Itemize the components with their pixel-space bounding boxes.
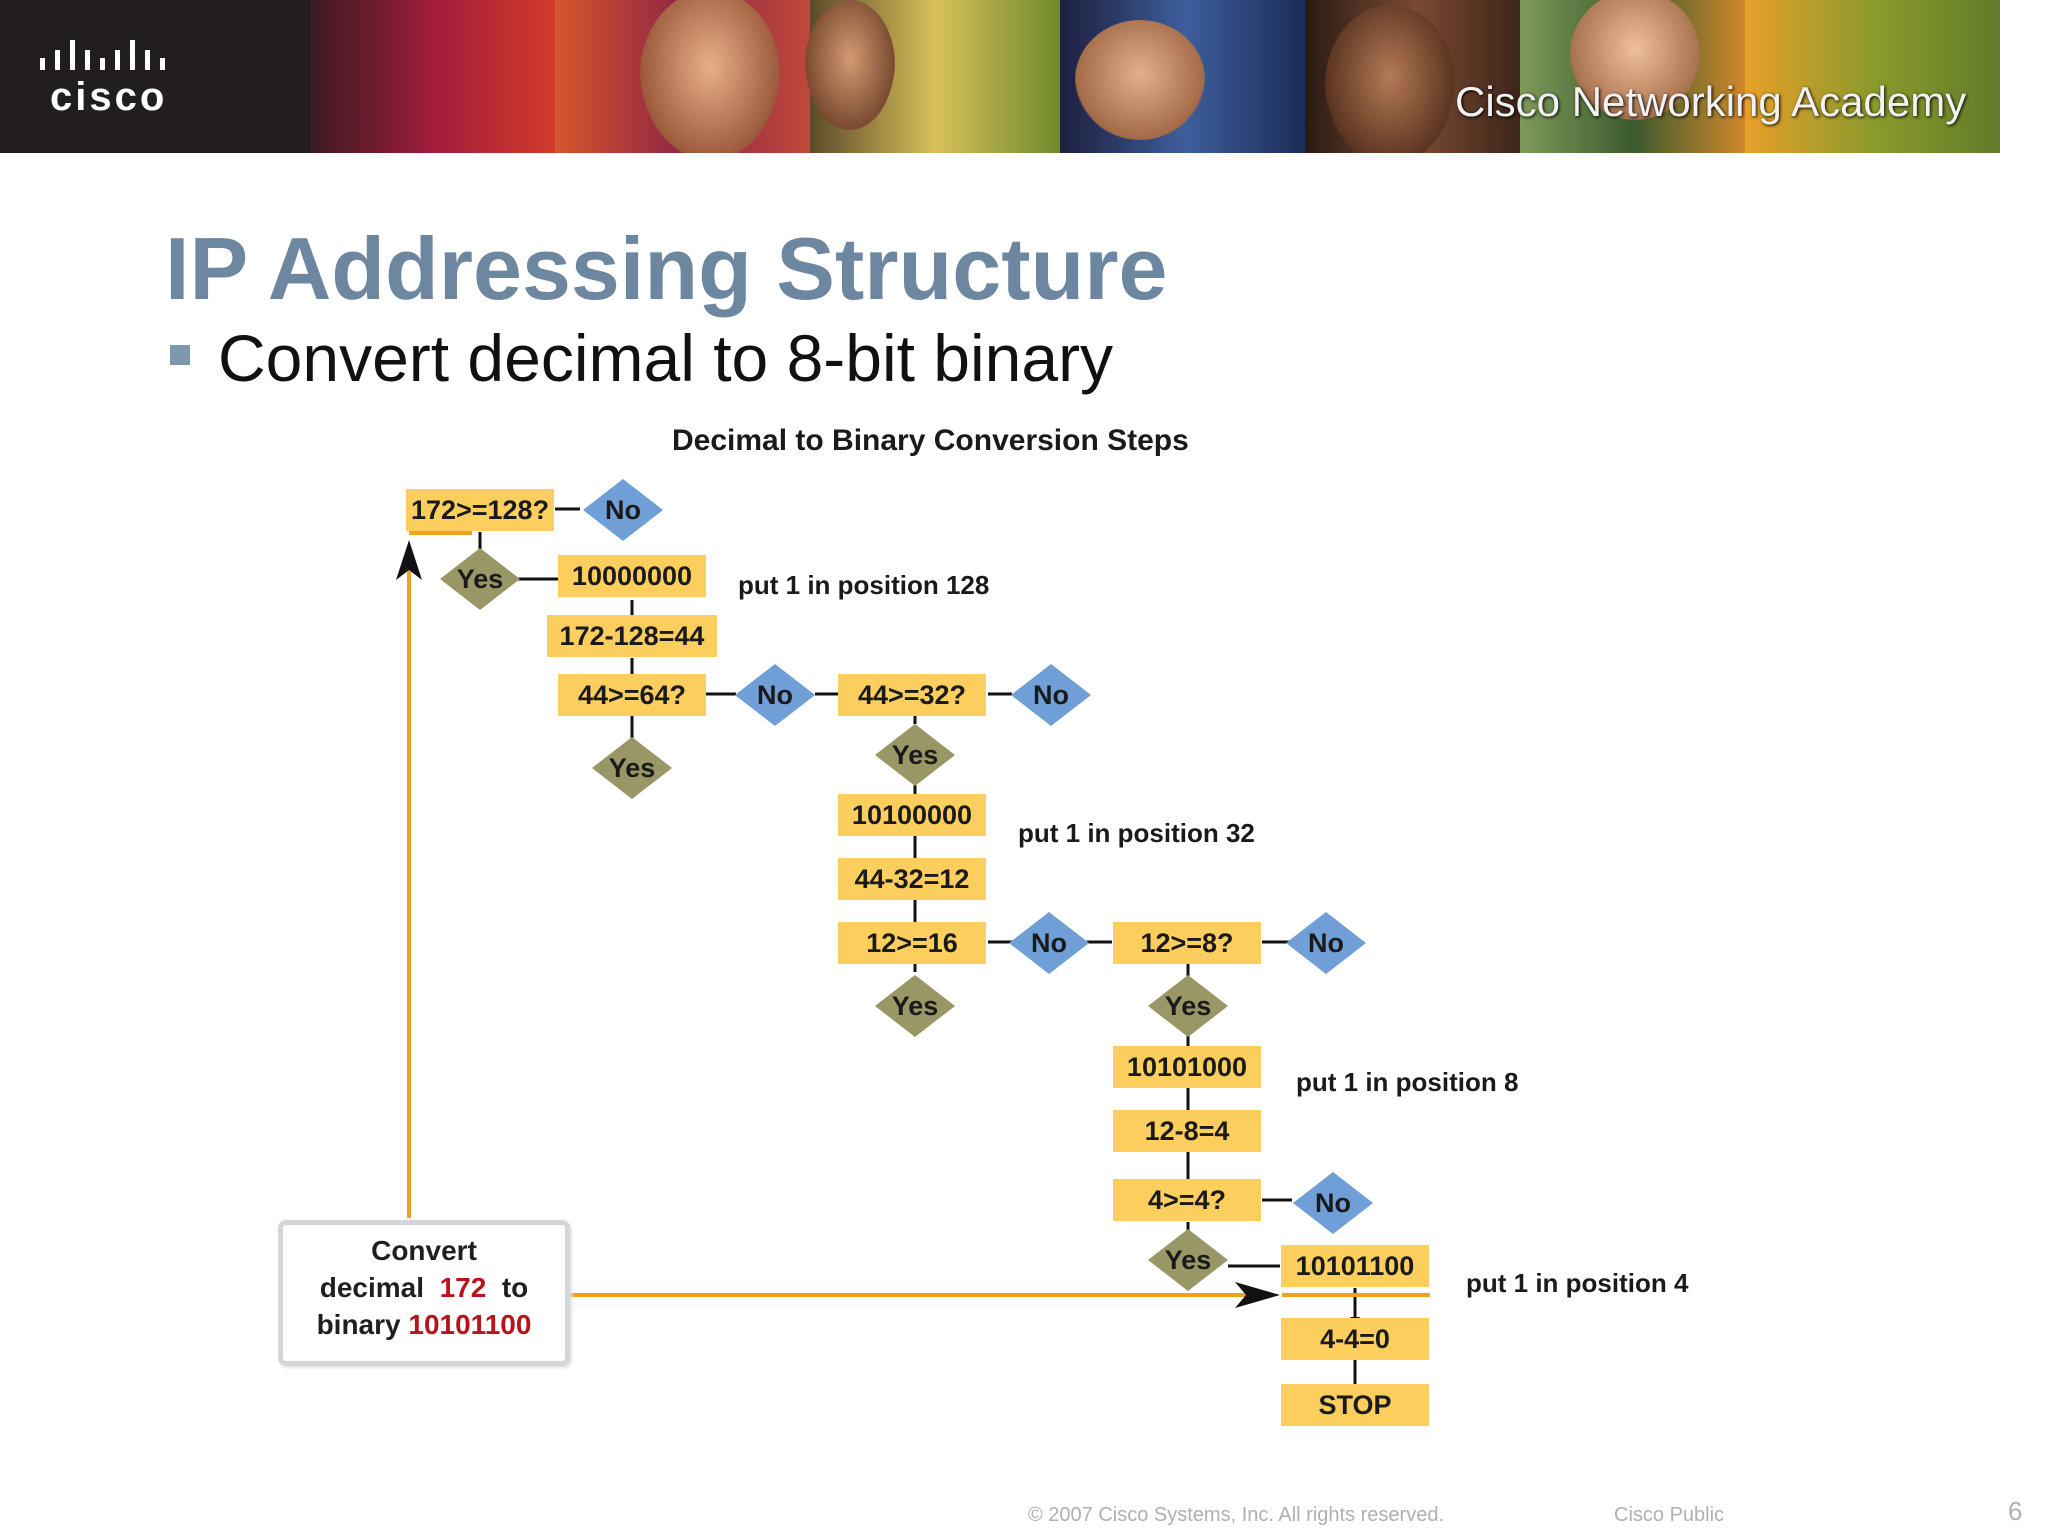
decision-q1: 172>=128?: [411, 495, 549, 525]
q6-yes: Yes: [1165, 1245, 1212, 1275]
result-arrowhead-icon: [1235, 1282, 1280, 1308]
convert-line-2: decimal 172 to: [283, 1272, 565, 1304]
cisco-bars-icon: [40, 40, 165, 70]
q5-yes: Yes: [1165, 991, 1212, 1021]
q5-no-shape: [1286, 912, 1366, 974]
footer-classification: Cisco Public: [1614, 1504, 1725, 1526]
binary-result-5-shape: [1113, 1046, 1261, 1088]
q4-no-shape: [1009, 912, 1089, 974]
q4-yes-shape: [875, 975, 955, 1037]
subtract-step-1: 172-128=44: [560, 621, 705, 651]
q6-no: No: [1315, 1188, 1351, 1218]
decision-q6: 4>=4?: [1148, 1185, 1226, 1215]
banner-face: [805, 0, 895, 130]
stop-box-shape: [1281, 1384, 1429, 1426]
q3-yes: Yes: [892, 740, 939, 770]
q1-yes-shape: [440, 548, 520, 610]
banner-photo-strip: [1745, 0, 2005, 153]
stop-box: STOP: [1318, 1390, 1391, 1420]
cisco-logo: cisco: [0, 0, 310, 153]
position-note-128: put 1 in position 128: [738, 570, 989, 600]
decision-q2: 44>=64?: [578, 680, 686, 710]
position-note-8: put 1 in position 8: [1296, 1067, 1518, 1097]
subtract-step-3: 44-32=12: [855, 864, 970, 894]
bullet-marker: [170, 345, 190, 365]
convert-line-1: Convert: [371, 1235, 477, 1266]
q3-no: No: [1033, 680, 1069, 710]
subtract-step-6: 4-4=0: [1320, 1324, 1390, 1354]
banner-face: [640, 0, 780, 153]
subtract-step-3-shape: [838, 858, 986, 900]
convert-binary-label: binary: [316, 1309, 401, 1340]
q4-yes: Yes: [892, 991, 939, 1021]
q2-no: No: [757, 680, 793, 710]
q4-no: No: [1031, 928, 1067, 958]
q2-yes: Yes: [609, 753, 656, 783]
q3-no-shape: [1011, 664, 1091, 726]
banner-face: [1075, 20, 1205, 140]
binary-result-6: 10101100: [1296, 1251, 1415, 1281]
q3-yes-shape: [875, 724, 955, 786]
binary-result-1-shape: [558, 555, 706, 597]
banner-face: [1325, 5, 1455, 153]
convert-to-label: to: [501, 1272, 529, 1303]
q6-no-shape: [1293, 1172, 1373, 1234]
binary-result-1: 10000000: [572, 561, 692, 591]
binary-result-5: 10101000: [1127, 1052, 1247, 1082]
banner-face: [1570, 0, 1700, 120]
slide-title: IP Addressing Structure: [165, 219, 1168, 318]
banner-edge: [2000, 0, 2048, 153]
loop-arrowhead-icon: [396, 540, 422, 580]
subtract-step-1-shape: [547, 615, 717, 657]
decision-q3-shape: [838, 674, 986, 716]
subtract-step-5-shape: [1113, 1110, 1261, 1152]
convert-binary-value: 10101100: [408, 1309, 532, 1340]
convert-line-3: binary 10101100: [283, 1309, 565, 1341]
bullet-text: Convert decimal to 8-bit binary: [218, 321, 1114, 395]
convert-decimal-value: 172: [439, 1272, 487, 1303]
position-note-32: put 1 in position 32: [1018, 818, 1255, 848]
header-banner: cisco Cisco Networking Academy: [0, 0, 2048, 153]
binary-result-3-shape: [838, 794, 986, 836]
binary-result-3: 10100000: [852, 800, 972, 830]
q5-yes-shape: [1148, 975, 1228, 1037]
banner-photo-strip: [310, 0, 560, 153]
subtract-step-5: 12-8=4: [1145, 1116, 1230, 1146]
academy-name: Cisco Networking Academy: [1455, 78, 1967, 125]
decision-q2-shape: [558, 674, 706, 716]
q1-yes: Yes: [457, 564, 504, 594]
decision-q4-shape: [838, 922, 986, 964]
decision-q5-shape: [1113, 922, 1261, 964]
q2-yes-shape: [592, 737, 672, 799]
position-note-4: put 1 in position 4: [1466, 1268, 1689, 1298]
decision-q6-shape: [1113, 1179, 1261, 1221]
decision-q1-shape: [406, 489, 554, 531]
q6-yes-shape: [1148, 1229, 1228, 1291]
q5-no: No: [1308, 928, 1344, 958]
page-number: 6: [2008, 1496, 2023, 1526]
binary-result-6-shape: [1281, 1245, 1429, 1287]
footer-copyright: © 2007 Cisco Systems, Inc. All rights re…: [1028, 1504, 1445, 1526]
q2-no-shape: [735, 664, 815, 726]
diagram-title: Decimal to Binary Conversion Steps: [672, 424, 1189, 457]
decision-q5: 12>=8?: [1140, 928, 1233, 958]
subtract-step-6-shape: [1281, 1318, 1429, 1360]
convert-decimal-label: decimal: [319, 1272, 424, 1303]
q1-no-shape: [583, 479, 663, 541]
cisco-wordmark: cisco: [50, 75, 168, 119]
convert-summary-box: Convert decimal 172 to binary 10101100: [278, 1220, 570, 1366]
q1-no: No: [605, 495, 641, 525]
decision-q3: 44>=32?: [858, 680, 966, 710]
decision-q4: 12>=16: [866, 928, 958, 958]
